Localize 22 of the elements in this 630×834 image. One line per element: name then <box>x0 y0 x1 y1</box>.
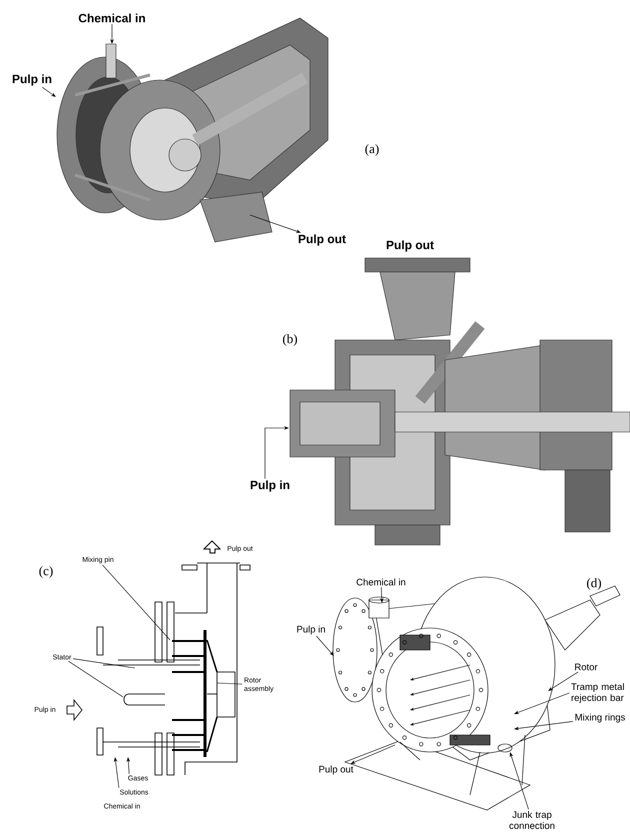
panel-label: (b) <box>282 334 298 346</box>
callout-label: Mixing rings <box>575 714 625 722</box>
callout-label: Pulp in <box>12 74 52 86</box>
callout-label: Tramp metal rejection bar <box>571 683 624 703</box>
callout-label: Junk trap connection <box>509 811 554 829</box>
leader-line <box>68 660 124 698</box>
panel-label: (d) <box>587 578 602 590</box>
panel-label: (a) <box>365 144 379 156</box>
callout-label: Pulp in <box>297 626 325 634</box>
callout-label: Pulp out <box>386 240 434 252</box>
leader-line <box>42 87 56 97</box>
mixer-isometric-drawing <box>400 664 526 796</box>
leader-line <box>72 658 136 668</box>
callout-label: Chemical in <box>78 14 145 22</box>
callout-label: Pulp out <box>298 234 346 246</box>
callout-label: Pulp in <box>250 480 290 492</box>
leader-line <box>316 636 334 656</box>
panel-label: (c) <box>39 566 53 578</box>
leader-line <box>548 672 578 691</box>
leader-line <box>102 564 170 640</box>
callout-label: Pulp out <box>319 766 354 774</box>
leader-line <box>216 682 243 684</box>
